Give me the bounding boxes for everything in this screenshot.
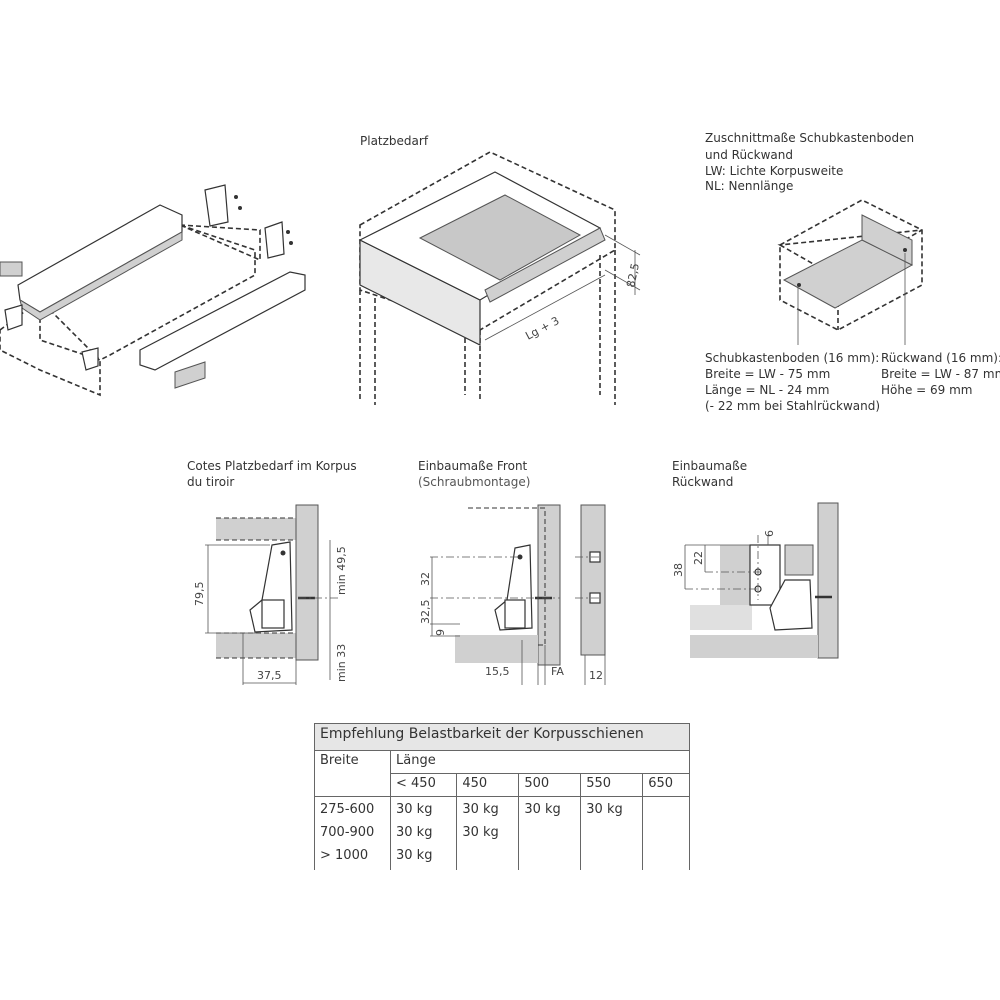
table-row: 275-600 700-900 > 1000 30 kg 30 kg 30 kg 30 … xyxy=(314,796,690,870)
drawer-bottom xyxy=(418,194,582,281)
zuschnitt-note-nl: NL: Nennlänge xyxy=(705,179,793,193)
right-drawer-side xyxy=(139,271,306,371)
dim-height-825: 82,5 xyxy=(624,262,642,289)
dim-length-lg3: Lg + 3 xyxy=(523,314,561,343)
length-header: 450 xyxy=(456,773,520,797)
dim-min-495: min 49,5 xyxy=(335,546,348,595)
dim-32: 32 xyxy=(419,572,432,586)
length-header: 500 xyxy=(518,773,582,797)
cotes-title-1: Cotes Platzbedarf im Korpus xyxy=(187,459,357,473)
platzbedarf-title: Platzbedarf xyxy=(360,134,429,148)
drawer-front-panel xyxy=(537,504,561,666)
front-bracket xyxy=(81,347,99,371)
length-header: 550 xyxy=(580,773,644,797)
zuschnitt-title-1: Zuschnittmaße Schubkastenboden xyxy=(705,131,914,145)
header-laenge: Länge xyxy=(390,750,690,774)
dim-155: 15,5 xyxy=(485,665,510,678)
cotes-section: Cotes Platzbedarf im Korpus du tiroir 79… xyxy=(187,459,357,685)
dim-9: 9 xyxy=(762,530,775,537)
dim-22: 22 xyxy=(692,551,705,565)
boden-line-4: (- 22 mm bei Stahlrückwand) xyxy=(705,399,880,413)
rear-bracket xyxy=(204,184,229,227)
rueckwand-mount-title-1: Einbaumaße xyxy=(672,459,747,473)
cabinet-side-wall xyxy=(295,504,319,661)
value-cell: 30 kg xyxy=(396,802,433,817)
rueckwand-line-3: Höhe = 69 mm xyxy=(881,383,973,397)
value-cell: 30 kg xyxy=(396,848,433,863)
value-cell: 30 kg xyxy=(462,802,499,817)
zuschnitt-title-2: und Rückwand xyxy=(705,148,793,162)
dim-fa: FA xyxy=(551,665,564,678)
runner-profile xyxy=(769,579,813,631)
value-cell: 30 kg xyxy=(396,825,433,840)
boden-line-1: Schubkastenboden (16 mm): xyxy=(705,351,879,365)
rueckwand-line-1: Rückwand (16 mm): xyxy=(881,351,1000,365)
back-panel-bracket xyxy=(749,544,781,606)
table-title: Empfehlung Belastbarkeit der Korpusschie… xyxy=(314,723,690,751)
platzbedarf-drawing: Platzbedarf 82,5 Lg + 3 xyxy=(358,134,642,405)
cotes-title-2: du tiroir xyxy=(187,475,234,489)
dim-min-33: min 33 xyxy=(335,644,348,682)
cover-cap xyxy=(174,361,206,389)
front-panel-side-view xyxy=(580,504,606,656)
rear-bracket xyxy=(264,221,285,259)
value-cell: 30 kg xyxy=(586,802,623,817)
value-cell: 30 kg xyxy=(524,802,561,817)
dim-9: 9 xyxy=(434,629,447,636)
cover-cap xyxy=(0,261,23,277)
dim-375: 37,5 xyxy=(257,669,282,682)
value-cell: 30 kg xyxy=(462,825,499,840)
back-panel xyxy=(861,214,913,266)
rueckwand-mount-section: Einbaumaße Rückwand 38 22 9 xyxy=(672,459,839,659)
dim-12: 12 xyxy=(589,669,603,682)
length-header: < 450 xyxy=(389,773,458,797)
length-header: 650 xyxy=(642,773,690,797)
front-subtitle: (Schraubmontage) xyxy=(418,475,530,489)
boden-line-2: Breite = LW - 75 mm xyxy=(705,367,830,381)
exploded-drawer-view xyxy=(0,184,306,397)
rueckwand-line-2: Breite = LW - 87 mm xyxy=(881,367,1000,381)
zuschnitt-note-lw: LW: Lichte Korpusweite xyxy=(705,164,843,178)
dim-325: 32,5 xyxy=(419,600,432,625)
dim-795: 79,5 xyxy=(193,582,206,607)
load-capacity-table: Empfehlung Belastbarkeit der Korpusschie… xyxy=(314,723,690,870)
cabinet-side-wall xyxy=(817,502,839,659)
boden-line-3: Länge = NL - 24 mm xyxy=(705,383,829,397)
breite-cell: 700-900 xyxy=(320,825,375,840)
breite-cell: > 1000 xyxy=(320,848,369,863)
front-bracket xyxy=(4,304,23,331)
header-breite: Breite xyxy=(314,750,391,774)
front-section: Einbaumaße Front (Schraubmontage) 32 32,… xyxy=(418,459,606,685)
breite-cell: 275-600 xyxy=(320,802,375,817)
zuschnitt-section: Zuschnittmaße Schubkastenboden und Rückw… xyxy=(705,131,1000,413)
left-drawer-side xyxy=(17,204,183,313)
rueckwand-mount-title-2: Rückwand xyxy=(672,475,733,489)
dim-38: 38 xyxy=(672,563,685,577)
front-title: Einbaumaße Front xyxy=(418,459,528,473)
